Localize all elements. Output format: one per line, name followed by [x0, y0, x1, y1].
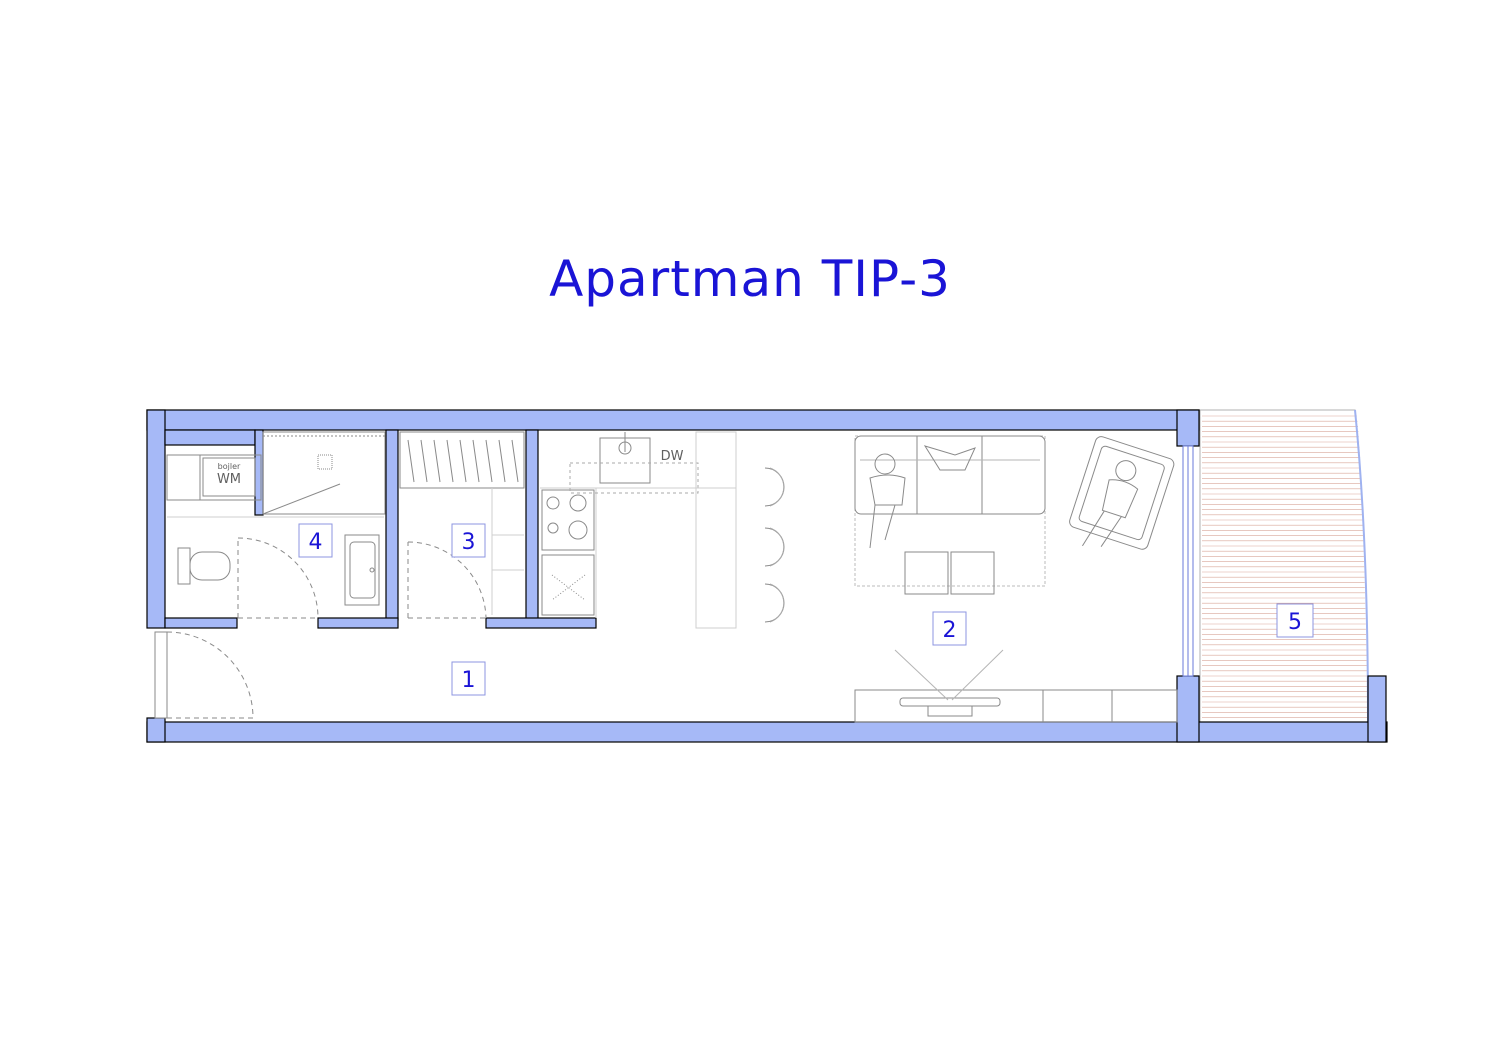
vanity-cabinet	[344, 534, 380, 606]
walls	[146, 409, 1388, 743]
room-number-1: 1	[462, 668, 476, 693]
hanger	[485, 439, 493, 483]
room-number-4: 4	[309, 530, 323, 555]
wall-terrace-end	[1367, 675, 1387, 743]
hanger	[472, 439, 480, 483]
entrance-door	[154, 631, 254, 719]
wall-left-lower	[146, 717, 166, 743]
room-number-3: 3	[462, 530, 476, 555]
dishwasher-label: DW	[661, 449, 684, 464]
boiler	[202, 457, 256, 497]
room-label-2: 2	[932, 611, 967, 646]
washing-machine-label: WM	[217, 472, 241, 487]
wall-right-lower	[1176, 675, 1200, 743]
hanger	[433, 439, 441, 483]
kitchen-fixtures	[540, 431, 785, 629]
tv-unit	[854, 689, 1178, 723]
floor-area	[165, 430, 1177, 722]
plan-title: Apartman TIP-3	[549, 250, 951, 308]
room-labels: 1 2 3 4 5	[298, 523, 1314, 696]
living-room-furniture	[854, 435, 1178, 723]
shower-drain-icon	[317, 454, 333, 470]
wall-partition-bath	[385, 429, 399, 621]
room-label-1: 1	[451, 661, 486, 696]
wall-stub-1	[254, 429, 264, 516]
wardrobe-hangers	[407, 439, 519, 483]
wall-left-upper	[146, 409, 166, 629]
hanger	[459, 439, 467, 483]
fridge	[541, 554, 595, 616]
tv-icon	[894, 649, 1004, 717]
hanger	[511, 439, 519, 483]
wall-right-upper	[1176, 409, 1200, 447]
wall-bottom	[146, 721, 1388, 743]
hanger	[407, 439, 415, 483]
wall-shaft	[164, 429, 256, 446]
closet-fixtures	[399, 431, 525, 619]
room-number-5: 5	[1288, 610, 1302, 635]
window-terrace	[1182, 445, 1194, 677]
terrace-deck	[1199, 409, 1369, 723]
ottoman-right	[950, 551, 995, 595]
wall-partition-kitchen	[525, 429, 539, 621]
wall-corridor-2	[317, 617, 399, 629]
hanger	[498, 439, 506, 483]
cooktop	[541, 489, 595, 551]
room-label-5: 5	[1276, 603, 1314, 638]
room-label-4: 4	[298, 523, 333, 558]
sofa	[854, 435, 1046, 515]
shower-tray	[262, 431, 386, 515]
boiler-label: bojler	[218, 462, 241, 471]
armchair	[1069, 436, 1175, 550]
bathroom-fixtures	[166, 431, 386, 619]
room-label-3: 3	[451, 523, 486, 558]
person-sofa-icon	[869, 453, 906, 549]
hanger	[420, 439, 428, 483]
deck-boards	[1202, 415, 1368, 718]
room-number-2: 2	[943, 618, 957, 643]
washing-machine	[166, 454, 262, 501]
hanger	[446, 439, 454, 483]
wardrobe	[399, 431, 525, 489]
bar-stools	[764, 467, 785, 623]
wall-corridor-3	[485, 617, 597, 629]
wall-corridor-1	[164, 617, 238, 629]
kitchen-island	[695, 431, 737, 629]
ottoman-left	[904, 551, 949, 595]
wall-top	[146, 409, 1200, 431]
